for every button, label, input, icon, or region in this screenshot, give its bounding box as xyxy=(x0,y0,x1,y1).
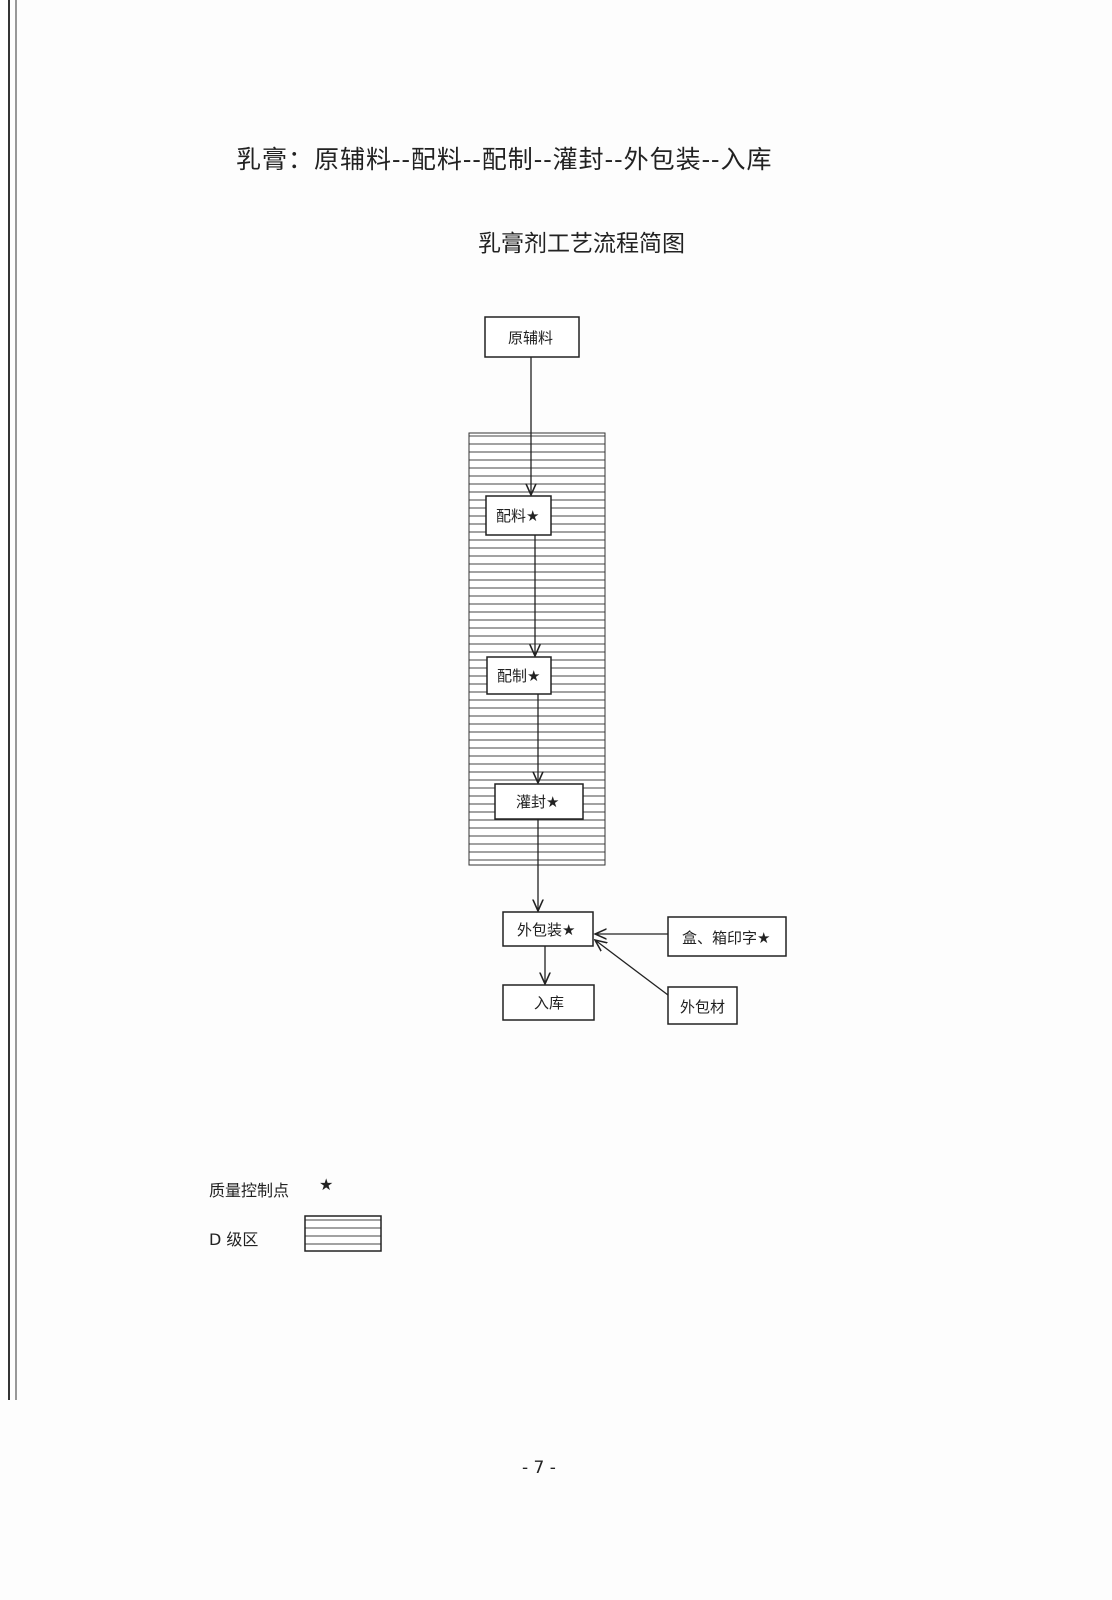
page-number: - 7 - xyxy=(522,1458,556,1478)
label-batching: 配料★ xyxy=(496,507,540,525)
legend-qc-label: 质量控制点 xyxy=(209,1181,290,1200)
process-summary: 乳膏：原辅料--配料--配制--灌封--外包装--入库 xyxy=(236,145,773,174)
label-storage: 入库 xyxy=(534,994,565,1012)
legend-zone-swatch xyxy=(304,1215,382,1252)
legend-zone-label: D 级区 xyxy=(209,1230,259,1249)
node-batching xyxy=(485,495,552,536)
node-preparation xyxy=(486,656,552,695)
node-storage xyxy=(502,984,595,1021)
star-icon: ★ xyxy=(319,1175,334,1194)
node-outer-packing xyxy=(502,911,594,947)
label-raw: 原辅料 xyxy=(508,329,554,347)
node-printing xyxy=(667,916,787,957)
label-outer-material: 外包材 xyxy=(680,998,726,1016)
label-preparation: 配制★ xyxy=(497,667,541,685)
label-printing: 盒、箱印字★ xyxy=(682,929,771,947)
label-outer-packing: 外包装★ xyxy=(517,921,576,939)
node-raw xyxy=(484,316,580,358)
diagram-title: 乳膏剂工艺流程简图 xyxy=(478,231,685,257)
arrows xyxy=(531,357,669,996)
node-outer-material xyxy=(667,986,738,1025)
label-filling: 灌封★ xyxy=(516,793,560,811)
